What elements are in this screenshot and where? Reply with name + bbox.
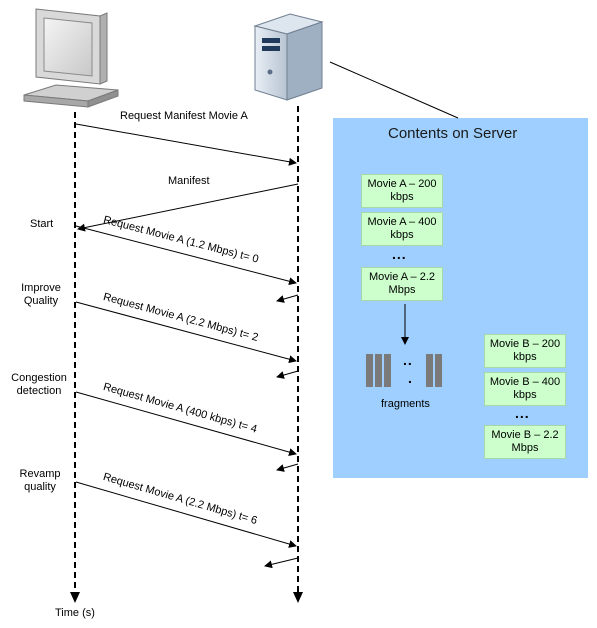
movie-a-200-box: Movie A – 200 kbps bbox=[361, 174, 443, 208]
fragment-dots-top: .. bbox=[403, 352, 413, 368]
movie-a-2-2-box: Movie A – 2.2 Mbps bbox=[361, 267, 443, 301]
request-3-arrow bbox=[75, 391, 297, 456]
request-manifest-arrow bbox=[75, 123, 297, 166]
congestion-detection-label: Congestion detection bbox=[11, 372, 67, 397]
server-link-line bbox=[329, 61, 459, 119]
server-lifeline-arrowhead bbox=[293, 592, 303, 603]
time-axis-arrowhead bbox=[70, 592, 80, 603]
server-tower-icon bbox=[253, 13, 324, 101]
response-1-arrow bbox=[276, 294, 299, 303]
movie-b-400-box: Movie B – 400 kbps bbox=[484, 372, 566, 406]
movie-a-400-box: Movie A – 400 kbps bbox=[361, 212, 443, 246]
revamp-quality-label: Revamp quality bbox=[19, 468, 61, 493]
movie-b-2-2-box: Movie B – 2.2 Mbps bbox=[484, 425, 566, 459]
fragments-label: fragments bbox=[381, 398, 430, 410]
response-4-arrow bbox=[264, 557, 299, 569]
request-2-arrow bbox=[75, 301, 297, 364]
request-manifest-label: Request Manifest Movie A bbox=[120, 110, 248, 122]
request-4-arrow bbox=[75, 481, 297, 548]
response-2-arrow bbox=[276, 370, 299, 379]
fragment-dots-bottom: . bbox=[408, 370, 413, 386]
response-3-arrow bbox=[276, 463, 299, 472]
panel-title: Contents on Server bbox=[388, 125, 518, 142]
time-axis-label: Time (s) bbox=[55, 607, 95, 619]
fragment-blocks bbox=[366, 354, 442, 387]
manifest-label: Manifest bbox=[168, 175, 210, 187]
computer-monitor-icon bbox=[23, 8, 119, 108]
improve-quality-label: Improve Quality bbox=[21, 282, 61, 307]
movie-a-ellipsis: ... bbox=[392, 246, 407, 262]
movie-b-ellipsis: ... bbox=[515, 405, 530, 421]
manifest-arrow bbox=[77, 183, 299, 232]
movie-b-200-box: Movie B – 200 kbps bbox=[484, 334, 566, 368]
start-label: Start bbox=[30, 218, 54, 230]
request-1-arrow bbox=[75, 225, 297, 286]
